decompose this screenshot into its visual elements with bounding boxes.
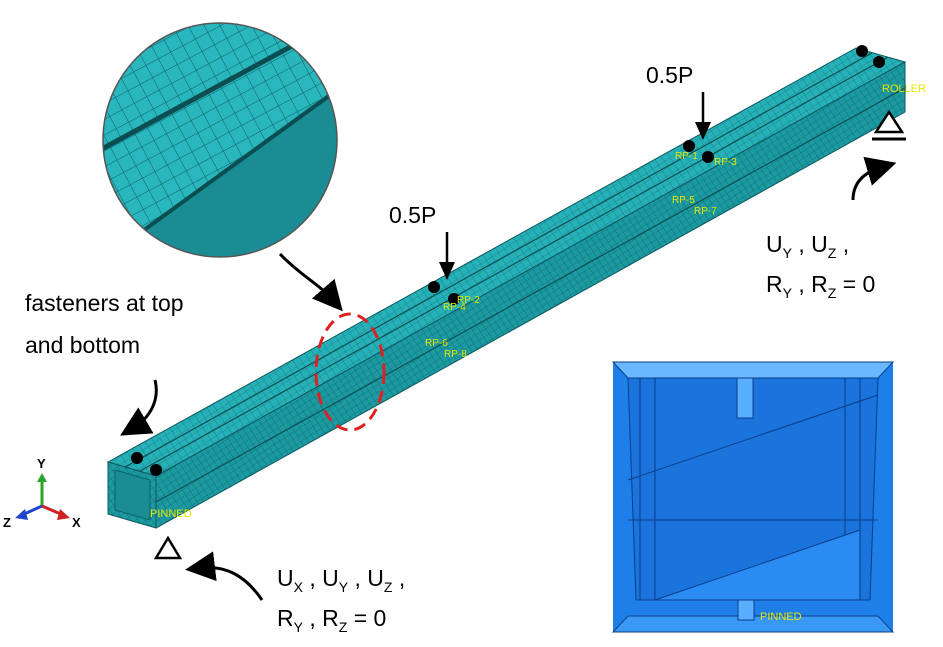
support-triangle-icon	[873, 109, 905, 134]
axis-z-label: Z	[3, 515, 11, 530]
fastener-dot	[873, 56, 885, 68]
curved-arrow-icon	[851, 156, 897, 201]
zoom-circle	[102, 22, 338, 258]
fasteners-label-line2: and bottom	[25, 332, 140, 358]
curved-arrow-icon	[120, 379, 158, 436]
zoom-detail	[102, 22, 338, 258]
load-label-left: 0.5P	[389, 202, 436, 228]
reference-points: RP-4 RP-6 RP-8 RP-2 RP-1 RP-3 RP-5 RP-7 …	[150, 83, 926, 520]
right-bc-displacements: UY , UZ ,	[766, 231, 849, 261]
fastener-dot	[448, 293, 460, 305]
rp-label: RP-8	[444, 349, 467, 360]
highlight-ellipse	[314, 312, 386, 432]
rp-label: RP-6	[425, 338, 448, 349]
seam-line	[139, 56, 889, 472]
fasteners-label-line1: fasteners at top	[25, 290, 184, 316]
support-triangle-icon	[153, 535, 183, 560]
curved-arrow-icon	[278, 252, 343, 312]
seam-line	[155, 87, 906, 503]
curved-arrow-icon	[185, 551, 264, 601]
inset-pinned-tag: PINNED	[760, 611, 802, 623]
rp-label: RP-7	[694, 206, 717, 217]
fastener-dot	[856, 45, 868, 57]
annotation-labels: 0.5P 0.5P fasteners at top and bottom UY…	[25, 62, 875, 635]
fastener-dot	[150, 464, 162, 476]
fastener-dot	[428, 281, 440, 293]
rp-label: RP-4	[443, 302, 466, 313]
annotation-arrows	[120, 156, 897, 601]
fasteners	[131, 45, 885, 476]
supports	[153, 109, 906, 560]
axis-x-label: X	[72, 515, 81, 530]
seam-line	[124, 52, 873, 468]
fastener-dot	[702, 151, 714, 163]
rp-label: RP-5	[672, 195, 695, 206]
load-arrows	[439, 92, 711, 280]
roller-tag: ROLLER	[882, 83, 926, 95]
beam-end-hollow	[114, 469, 151, 521]
axis-y-label: Y	[37, 456, 46, 471]
fastener-dot	[683, 140, 695, 152]
right-bc-rotations: RY , RZ = 0	[766, 271, 875, 301]
rp-label: RP-3	[714, 157, 737, 168]
rp-label: RP-2	[457, 295, 480, 306]
arrow-head-icon	[439, 262, 455, 280]
cross-section-inset: PINNED	[611, 361, 895, 633]
left-bc-displacements: UX , UY , UZ ,	[277, 565, 405, 595]
arrow-head-icon	[695, 122, 711, 140]
left-bc-rotations: RY , RZ = 0	[277, 605, 386, 635]
fastener-dot	[131, 452, 143, 464]
load-label-right: 0.5P	[646, 62, 693, 88]
pinned-tag: PINNED	[150, 508, 192, 520]
coordinate-triad-icon: Y Z X	[3, 456, 81, 530]
rp-label: RP-1	[675, 151, 698, 162]
